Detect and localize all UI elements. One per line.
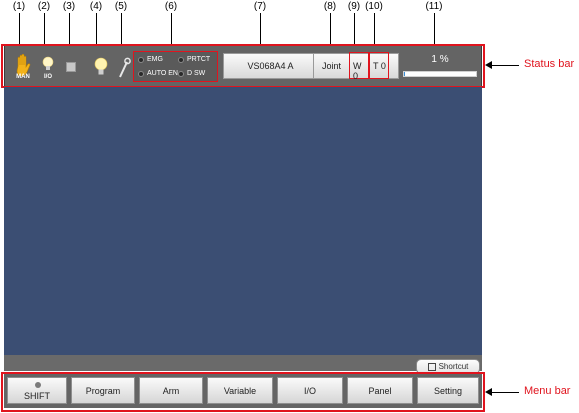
lamp-icon[interactable] — [94, 57, 108, 77]
callout-5: (5) — [114, 1, 128, 12]
speed-bar-fill — [404, 72, 405, 76]
signal-prtct: PRTCT — [178, 56, 210, 63]
setting-button[interactable]: Setting — [417, 377, 479, 404]
coordinate-button[interactable]: Joint W 0 T 0 — [313, 52, 399, 81]
signal-label: AUTO EN — [147, 70, 178, 77]
speed-text: 1 % — [431, 54, 449, 65]
callout-2: (2) — [37, 1, 51, 12]
signal-label: PRTCT — [187, 56, 211, 63]
callout-11: (11) — [425, 1, 443, 12]
callout-1: (1) — [12, 1, 26, 12]
stop-square-icon[interactable] — [66, 62, 76, 72]
callout-line — [434, 13, 435, 45]
signal-label: D SW — [187, 70, 206, 77]
work-number[interactable]: W 0 — [349, 52, 369, 81]
callout-7: (7) — [253, 1, 267, 12]
shift-button[interactable]: SHIFT — [7, 377, 67, 404]
status-bar-arrow-line — [491, 65, 519, 66]
status-bar-label: Status bar — [524, 58, 575, 70]
speed-bar — [403, 71, 477, 77]
indicator-dot — [138, 70, 144, 77]
signal-label: EMG — [147, 56, 163, 63]
indicator-dot — [178, 56, 184, 63]
callout-line — [96, 13, 97, 45]
coordinate-label: Joint — [322, 61, 342, 71]
io-label: I/O — [43, 74, 52, 80]
mode-label: MAN — [16, 74, 30, 80]
shift-label: SHIFT — [24, 391, 50, 401]
speed-indicator[interactable]: 1 % — [400, 52, 480, 80]
lower-strip — [4, 355, 482, 371]
menu-bar-label: Menu bar — [524, 385, 571, 397]
shortcut-icon — [427, 362, 436, 371]
shift-led-icon — [35, 382, 41, 388]
callout-line — [19, 13, 20, 45]
callout-line — [330, 13, 331, 45]
signal-emg: EMG — [138, 56, 163, 63]
callout-line — [69, 13, 70, 45]
program-button[interactable]: Program — [71, 377, 135, 404]
callout-line — [121, 13, 122, 45]
arm-button[interactable]: Arm — [139, 377, 203, 404]
callout-4: (4) — [89, 1, 103, 12]
io-bulb-icon[interactable] — [42, 55, 54, 79]
panel-button[interactable]: Panel — [347, 377, 413, 404]
robot-type-button[interactable]: VS068A4 A — [223, 53, 318, 79]
callout-9: (9) — [347, 1, 361, 12]
menu-bar-arrow — [485, 388, 492, 396]
callout-8: (8) — [323, 1, 337, 12]
shortcut-label: Shortcut — [438, 362, 469, 371]
main-display-area — [4, 87, 482, 355]
callout-line — [44, 13, 45, 45]
menu-bar-highlight — [1, 372, 485, 412]
indicator-dot — [138, 56, 144, 63]
shortcut-button[interactable]: Shortcut — [416, 359, 480, 374]
menu-bar-arrow-line — [491, 392, 519, 393]
hand-icon[interactable] — [14, 54, 32, 80]
status-bar-arrow — [485, 61, 492, 69]
callout-line — [354, 13, 355, 45]
callout-6: (6) — [164, 1, 178, 12]
io-button[interactable]: I/O — [277, 377, 343, 404]
callout-10: (10) — [365, 1, 383, 12]
callout-line — [260, 13, 261, 45]
status-bar-highlight — [1, 44, 485, 88]
variable-button[interactable]: Variable — [207, 377, 273, 404]
callout-3: (3) — [62, 1, 76, 12]
status-bar: MAN I/O EMG PRTCT AUTO — [4, 45, 482, 87]
wrench-icon[interactable] — [117, 57, 131, 79]
tool-number[interactable]: T 0 — [369, 52, 389, 79]
callout-line — [374, 13, 375, 45]
signal-d-sw: D SW — [178, 70, 205, 77]
signal-indicators: EMG PRTCT AUTO EN D SW — [133, 51, 218, 82]
callout-line — [171, 13, 172, 45]
signal-auto-en: AUTO EN — [138, 70, 178, 77]
indicator-dot — [178, 70, 184, 77]
